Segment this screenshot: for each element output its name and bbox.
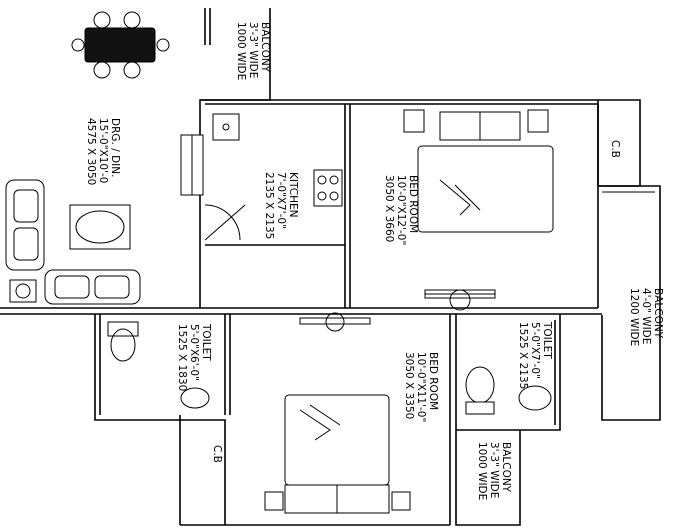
room-size-mm: 1000 WIDE [235, 22, 247, 80]
room-name: BALCONY [500, 442, 512, 493]
room-size-ft: 10'-0"X12'-0" [395, 175, 407, 245]
room-size-ft: 15'-0"X10'-0 [97, 118, 109, 183]
washbasin-icon [180, 387, 210, 409]
room-name: BALCONY [259, 22, 271, 73]
room-size-mm: 1525 X 2135 [517, 322, 529, 389]
room-name: TOILET [200, 323, 212, 361]
label-cb-top: C.B [609, 140, 621, 158]
washbasin-icon-2 [518, 385, 552, 411]
windows [180, 134, 496, 332]
label-bed-room-1: BED ROOM 10'-0"X12'-0" 3050 X 3660 [383, 175, 419, 245]
room-size-mm: 3050 X 3350 [403, 352, 415, 419]
label-balcony-bottom: BALCONY 3'-3" WIDE 1000 WIDE [476, 442, 512, 500]
bed-icon [403, 109, 554, 233]
label-balcony-right: BALCONY 4'-0" WIDE 1200 WIDE [628, 288, 664, 346]
room-name: KITCHEN [287, 172, 299, 218]
room-name: DRG. / DIN. [109, 118, 121, 177]
room-size-ft: 3'-3" WIDE [488, 442, 500, 498]
label-kitchen: KITCHEN 7'-0"X7'-0" 2135 X 2135 [263, 172, 299, 239]
room-size-ft: 5'-0"X6'-0" [188, 324, 200, 381]
dining-table-icon [71, 11, 170, 79]
room-size-ft: 3'-3" WIDE [247, 22, 259, 78]
stove-icon [313, 169, 343, 207]
coffee-table-icon [69, 204, 131, 250]
bed-icon-2 [264, 394, 411, 514]
room-size-ft: 4'-0" WIDE [640, 288, 652, 344]
label-toilet-2: TOILET 5'-0"X7'-0" 1525 X 2135 [517, 321, 553, 389]
label-balcony-top: BALCONY 3'-3" WIDE 1000 WIDE [235, 22, 271, 80]
label-bed-room-2: BED ROOM 10'-0"X11'-0" 3050 X 3350 [403, 352, 439, 422]
kitchen-sink-icon [212, 113, 240, 141]
room-size-mm: 1000 WIDE [476, 442, 488, 500]
room-size-mm: 4575 X 3050 [85, 118, 97, 185]
label-drawing-dining: DRG. / DIN. 15'-0"X10'-0 4575 X 3050 [85, 118, 121, 185]
room-size-ft: 10'-0"X11'-0" [415, 352, 427, 422]
sofa-icon [5, 179, 141, 305]
room-name: BED ROOM [427, 352, 439, 410]
room-size-mm: 2135 X 2135 [263, 172, 275, 239]
room-size-mm: 1200 WIDE [628, 288, 640, 346]
room-size-ft: 5'-0"X7'-0" [529, 322, 541, 379]
room-name: C.B [609, 140, 621, 158]
room-name: BED ROOM [407, 175, 419, 233]
room-name: TOILET [541, 321, 553, 359]
label-cb-bottom: C.B [211, 445, 223, 463]
toilet-icon [107, 321, 139, 362]
walls [0, 8, 661, 526]
toilet-icon-2 [465, 366, 495, 415]
room-name: C.B [211, 445, 223, 463]
room-size-ft: 7'-0"X7'-0" [275, 172, 287, 229]
label-toilet-1: TOILET 5'-0"X6'-0" 1525 X 1830 [176, 323, 212, 391]
room-size-mm: 1525 X 1830 [176, 324, 188, 391]
room-size-mm: 3050 X 3660 [383, 175, 395, 242]
kitchen-door-icon [204, 204, 246, 241]
room-name: BALCONY [652, 288, 664, 339]
